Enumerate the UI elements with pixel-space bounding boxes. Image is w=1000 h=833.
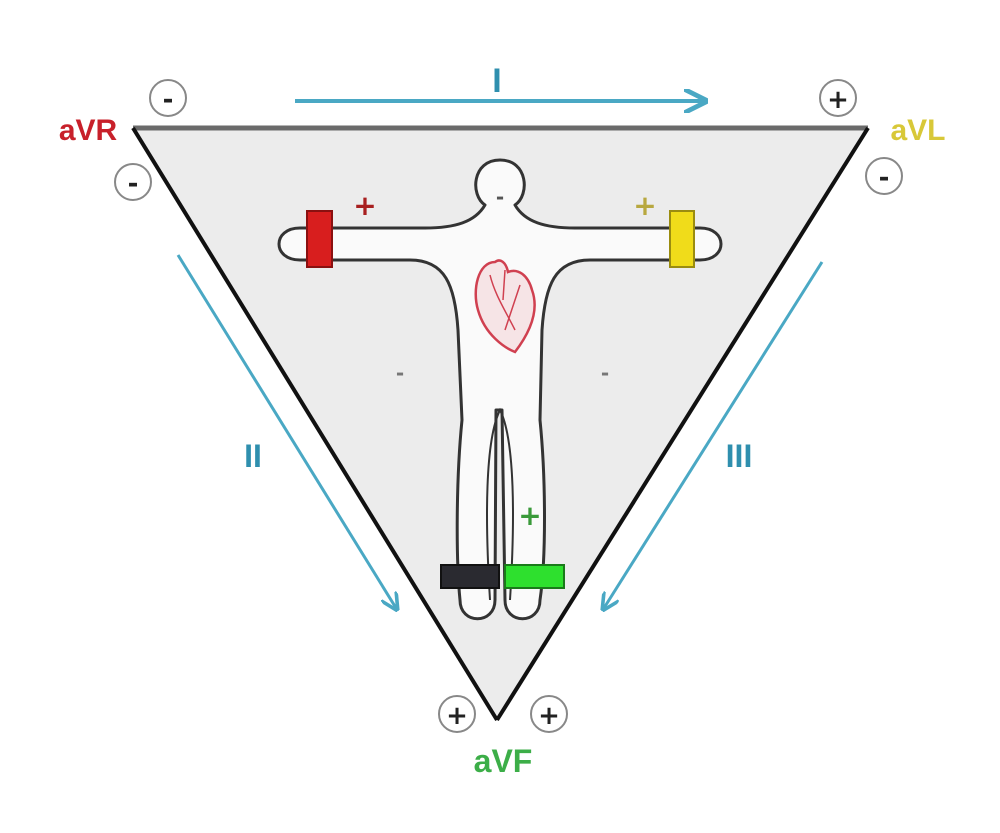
aVR-label: aVR <box>59 114 118 147</box>
sign-text: - <box>879 163 890 193</box>
head-minus-sign: - <box>496 185 504 209</box>
left-leg-plus-sign: + <box>518 499 541 532</box>
triangle-left-edge <box>131 126 499 722</box>
plus-circle-icon: + <box>530 695 568 733</box>
sign-text: + <box>538 701 560 731</box>
minus-circle-icon: - <box>114 163 152 201</box>
lead-I-label: I <box>492 62 501 100</box>
sign-text: + <box>446 701 468 731</box>
minus-circle-icon: - <box>149 79 187 117</box>
right-leg-electrode <box>440 564 500 589</box>
aVL-label: aVL <box>890 114 945 147</box>
right-arm-plus-sign: + <box>353 189 376 222</box>
left-leg-electrode <box>504 564 565 589</box>
human-body-outline <box>277 158 723 621</box>
right-side-minus-sign: - <box>601 361 609 385</box>
triangle-right-edge <box>495 126 870 722</box>
legs-inner-outline <box>486 407 514 601</box>
aVF-label: aVF <box>474 743 533 779</box>
right-arm-electrode <box>306 210 333 268</box>
plus-circle-icon: + <box>819 79 857 117</box>
sign-text: - <box>128 169 139 199</box>
triangle-fill <box>133 128 868 720</box>
left-arm-electrode <box>669 210 695 268</box>
left-side-minus-sign: - <box>396 361 404 385</box>
heart-detail <box>489 269 521 331</box>
sign-text: + <box>827 85 849 115</box>
heart-icon <box>474 259 536 354</box>
left-arm-plus-sign: + <box>633 189 656 222</box>
lead-III-arrow <box>604 261 824 608</box>
lead-III-label: III <box>726 438 753 474</box>
lead-II-label: II <box>244 438 262 474</box>
sign-text: - <box>163 85 174 115</box>
minus-circle-icon: - <box>865 157 903 195</box>
plus-circle-icon: + <box>438 695 476 733</box>
lead-II-arrow <box>176 254 396 608</box>
